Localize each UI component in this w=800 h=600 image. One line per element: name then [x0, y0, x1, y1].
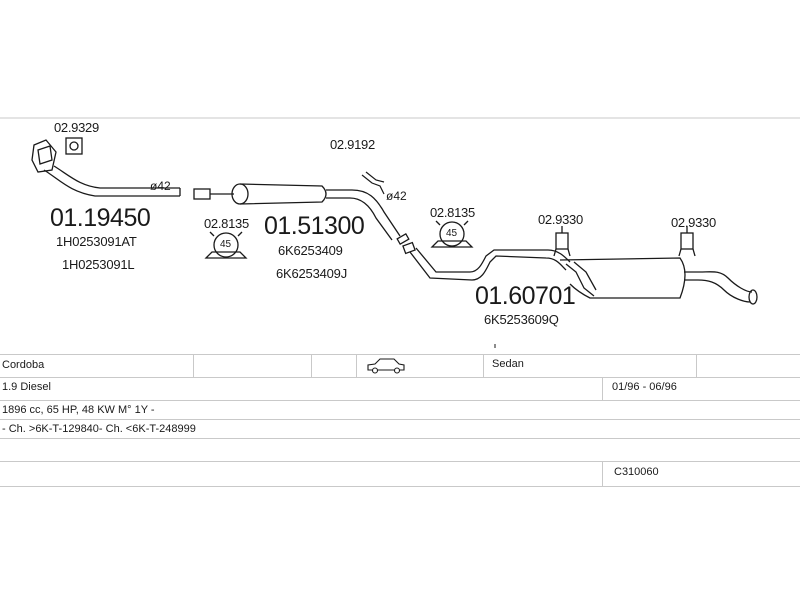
sedan-car-icon	[367, 358, 405, 374]
gasket-front-number: 02.9329	[54, 120, 99, 135]
hanger-2-number: 02.8135	[430, 205, 475, 220]
bracket-1-number: 02.9330	[538, 212, 583, 227]
front-pipe-oem-1: 1H0253091AT	[56, 234, 137, 249]
hanger-ring-2-icon	[430, 220, 474, 248]
gasket-front-icon	[65, 137, 83, 155]
front-pipe-diameter: ø42	[150, 179, 171, 193]
vehicle-chassis: - Ch. >6K-T-129840- Ch. <6K-T-248999	[2, 423, 196, 435]
vehicle-engine: 1.9 Diesel	[2, 381, 51, 393]
vehicle-code: C310060	[614, 466, 659, 478]
clamp-diameter: ø42	[386, 189, 407, 203]
bracket-1-icon	[553, 226, 571, 257]
middle-silencer-oem-1: 6K6253409	[278, 243, 343, 258]
clamp-number: 02.9192	[330, 137, 375, 152]
middle-silencer-number: 01.51300	[264, 212, 365, 240]
vehicle-body: Sedan	[492, 358, 524, 370]
clamp-icon	[361, 171, 385, 195]
bracket-2-icon	[678, 226, 696, 257]
vehicle-spec: 1896 cc, 65 HP, 48 KW M° 1Y -	[2, 404, 155, 416]
hanger-1-number: 02.8135	[204, 216, 249, 231]
hanger-1-ring-label: 45	[220, 239, 232, 250]
hanger-2-ring-label: 45	[446, 228, 458, 239]
rear-silencer-oem-1: 6K5253609Q	[484, 312, 559, 327]
middle-silencer-shape	[193, 183, 410, 245]
vehicle-years: 01/96 - 06/96	[612, 381, 677, 393]
middle-silencer-oem-2: 6K6253409J	[276, 266, 348, 281]
front-pipe-oem-2: 1H0253091L	[62, 257, 135, 272]
vehicle-model: Cordoba	[2, 359, 45, 371]
front-pipe-number: 01.19450	[50, 204, 151, 232]
front-pipe-shape	[31, 139, 181, 197]
rear-silencer-shape	[402, 241, 758, 305]
bracket-2-number: 02.9330	[671, 215, 716, 230]
rear-silencer-number: 01.60701	[475, 282, 576, 310]
hanger-ring-1-icon	[204, 231, 248, 259]
